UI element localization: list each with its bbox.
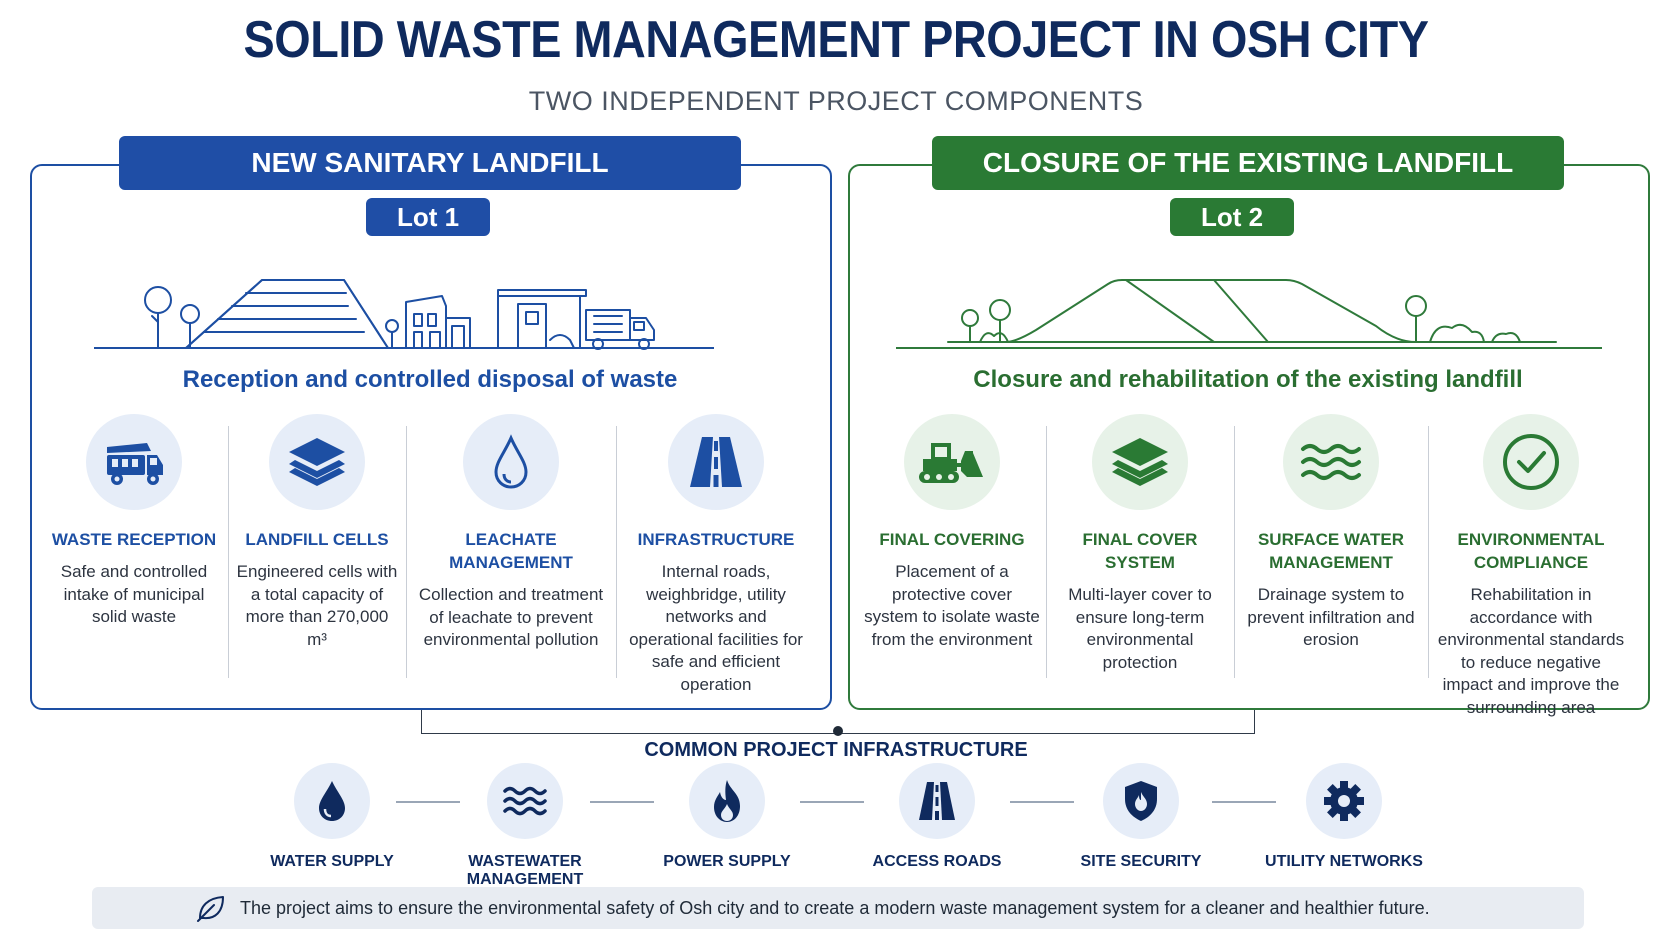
lot1-tagline: Reception and controlled disposal of was… <box>182 366 678 393</box>
page-subtitle: TWO INDEPENDENT PROJECT COMPONENTS <box>528 86 1144 116</box>
waves-icon <box>1283 414 1379 510</box>
common-item-label: UTILITY NETWORKS <box>1265 853 1423 870</box>
connector-line <box>1212 801 1276 803</box>
item-description: Internal roads, weighbridge, utility net… <box>629 562 803 694</box>
lot2-item-surface-water-management: SURFACE WATER MANAGEMENT Drainage system… <box>1234 414 1428 688</box>
common-infrastructure: WATER SUPPLY WASTEWATER MANAGEMENT POWER… <box>0 763 1672 888</box>
lot2-item-final-cover-system: FINAL COVER SYSTEM Multi-layer cover to … <box>1046 414 1234 688</box>
common-item-wastewater-management: WASTEWATER MANAGEMENT <box>435 763 615 889</box>
flame-icon <box>689 763 765 839</box>
dump-truck-icon <box>86 414 182 510</box>
item-description: Engineered cells with a total capacity o… <box>236 562 398 649</box>
water-drop-icon <box>463 414 559 510</box>
layers-icon <box>269 414 365 510</box>
connector-line <box>1010 801 1074 803</box>
common-item-label: WASTEWATER MANAGEMENT <box>466 853 584 888</box>
footer-text: The project aims to ensure the environme… <box>240 897 1430 918</box>
lot1-heading: NEW SANITARY LANDFILL <box>119 136 741 190</box>
waves-icon <box>487 763 563 839</box>
item-description: Collection and treatment of leachate to … <box>418 585 604 649</box>
new-landfill-illustration <box>94 279 714 350</box>
lot2-badge: Lot 2 <box>1170 198 1294 236</box>
common-item-label: ACCESS ROADS <box>872 853 1002 870</box>
connector-line <box>800 801 864 803</box>
item-description: Rehabilitation in accordance with enviro… <box>1437 585 1625 717</box>
common-item-power-supply: POWER SUPPLY <box>637 763 817 871</box>
item-title: SURFACE WATER MANAGEMENT <box>1257 530 1405 572</box>
item-description: Placement of a protective cover system t… <box>864 562 1040 649</box>
item-description: Safe and controlled intake of municipal … <box>60 562 208 626</box>
check-circle-icon <box>1483 414 1579 510</box>
lot1-item-landfill-cells: LANDFILL CELLS Engineered cells with a t… <box>228 414 406 688</box>
lot2-heading: CLOSURE OF THE EXISTING LANDFILL <box>932 136 1564 190</box>
common-item-site-security: SITE SECURITY <box>1051 763 1231 871</box>
common-item-water-supply: WATER SUPPLY <box>242 763 422 871</box>
item-title: FINAL COVERING <box>879 530 1025 549</box>
common-item-label: POWER SUPPLY <box>663 853 791 870</box>
lot1-item-waste-reception: WASTE RECEPTION Safe and controlled inta… <box>40 414 228 688</box>
page-title: SOLID WASTE MANAGEMENT PROJECT IN OSH CI… <box>243 11 1429 69</box>
item-title: INFRASTRUCTURE <box>637 530 795 549</box>
lot1-item-leachate-management: LEACHATE MANAGEMENT Collection and treat… <box>406 414 616 688</box>
layers-icon <box>1092 414 1188 510</box>
item-title: WASTE RECEPTION <box>51 530 217 549</box>
common-item-label: WATER SUPPLY <box>270 853 394 870</box>
bulldozer-icon <box>904 414 1000 510</box>
item-description: Drainage system to prevent infiltration … <box>1247 585 1415 649</box>
item-title: FINAL COVER SYSTEM <box>1082 530 1198 572</box>
connector-line <box>396 801 460 803</box>
lot2-item-environmental-compliance: ENVIRONMENTAL COMPLIANCE Rehabilitation … <box>1428 414 1634 717</box>
lot2-items: FINAL COVERING Placement of a protective… <box>858 414 1634 717</box>
lot1-badge: Lot 1 <box>366 198 490 236</box>
closed-landfill-illustration <box>896 279 1602 349</box>
connector-line <box>590 801 654 803</box>
common-item-label: SITE SECURITY <box>1080 853 1202 870</box>
shield-icon <box>1103 763 1179 839</box>
connector-node <box>833 726 843 736</box>
road-icon <box>899 763 975 839</box>
common-item-access-roads: ACCESS ROADS <box>847 763 1027 871</box>
water-drop-icon <box>294 763 370 839</box>
common-infrastructure-title: COMMON PROJECT INFRASTRUCTURE <box>644 739 1028 761</box>
footer-banner: The project aims to ensure the environme… <box>92 887 1584 929</box>
lot1-item-infrastructure: INFRASTRUCTURE Internal roads, weighbrid… <box>616 414 816 694</box>
lot1-items: WASTE RECEPTION Safe and controlled inta… <box>40 414 816 694</box>
road-icon <box>668 414 764 510</box>
item-title: LANDFILL CELLS <box>245 530 389 549</box>
lot2-tagline: Closure and rehabilitation of the existi… <box>973 366 1523 393</box>
lot2-item-final-covering: FINAL COVERING Placement of a protective… <box>858 414 1046 688</box>
leaf-icon <box>197 896 224 922</box>
item-description: Multi-layer cover to ensure long-term en… <box>1068 585 1212 672</box>
item-title: LEACHATE MANAGEMENT <box>449 530 573 572</box>
item-title: ENVIRONMENTAL COMPLIANCE <box>1457 530 1605 572</box>
common-item-utility-networks: UTILITY NETWORKS <box>1254 763 1434 871</box>
gear-icon <box>1306 763 1382 839</box>
